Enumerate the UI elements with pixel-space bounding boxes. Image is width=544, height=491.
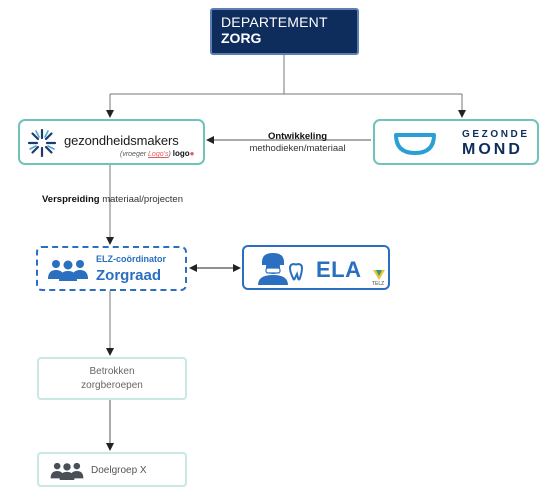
- betrokken-line2: zorgberoepen: [81, 380, 143, 391]
- verspreiding-rest: materiaal/projecten: [99, 194, 183, 205]
- people-group-icon: [50, 462, 84, 480]
- logo-dot-icon: ●: [189, 149, 195, 158]
- gezondheidsmakers-box: gezondheidsmakers (vroeger Logo's) logo●: [18, 119, 205, 165]
- dentist-icon: [258, 253, 304, 285]
- ontwikkeling-rest: methodieken/materiaal: [249, 143, 346, 154]
- subtitle-old-name: Logo's: [148, 151, 169, 158]
- subtitle-prefix: (vroeger: [120, 151, 147, 158]
- mouth-logo-icon: [394, 133, 436, 155]
- zorgraad-name: Zorgraad: [96, 267, 162, 284]
- gezonde-mond-box: GEZONDE MOND: [373, 119, 539, 165]
- betrokken-zorgberoepen-box: Betrokken zorgberoepen: [37, 357, 187, 400]
- ela-label: ELA: [316, 257, 362, 282]
- gezondheidsmakers-name: gezondheidsmakers: [64, 133, 179, 148]
- gezondheidsmakers-logo-icon: [27, 128, 57, 158]
- verspreiding-label: Verspreiding materiaal/projecten: [42, 194, 183, 205]
- ontwikkeling-label: Ontwikkeling methodieken/materiaal: [226, 131, 369, 155]
- departement-line2: ZORG: [221, 30, 262, 46]
- ontwikkeling-bold: Ontwikkeling: [267, 131, 328, 142]
- people-group-icon: [48, 260, 88, 281]
- zorgraad-role: ELZ-coördinator: [96, 254, 166, 264]
- zorgraad-box: ELZ-coördinator Zorgraad: [36, 246, 187, 291]
- logo-wordmark: logo: [172, 149, 190, 158]
- verspreiding-bold: Verspreiding: [42, 194, 100, 205]
- gezonde-mond-line2: MOND: [462, 141, 523, 158]
- telz-badge: TELZ: [372, 281, 385, 287]
- departement-line1: DEPARTEMENT: [221, 14, 328, 30]
- gezonde-mond-line1: GEZONDE: [462, 129, 530, 140]
- subtitle-suffix: ): [168, 151, 171, 158]
- doelgroep-box: Doelgroep X: [37, 452, 187, 487]
- doelgroep-label: Doelgroep X: [91, 465, 147, 476]
- departement-zorg-box: DEPARTEMENT ZORG: [210, 8, 359, 55]
- betrokken-line1: Betrokken: [89, 366, 135, 377]
- telz-logo-icon: [373, 270, 385, 280]
- gezondheidsmakers-subtitle: (vroeger Logo's) logo●: [120, 149, 194, 158]
- ela-box: ELA TELZ: [242, 245, 390, 290]
